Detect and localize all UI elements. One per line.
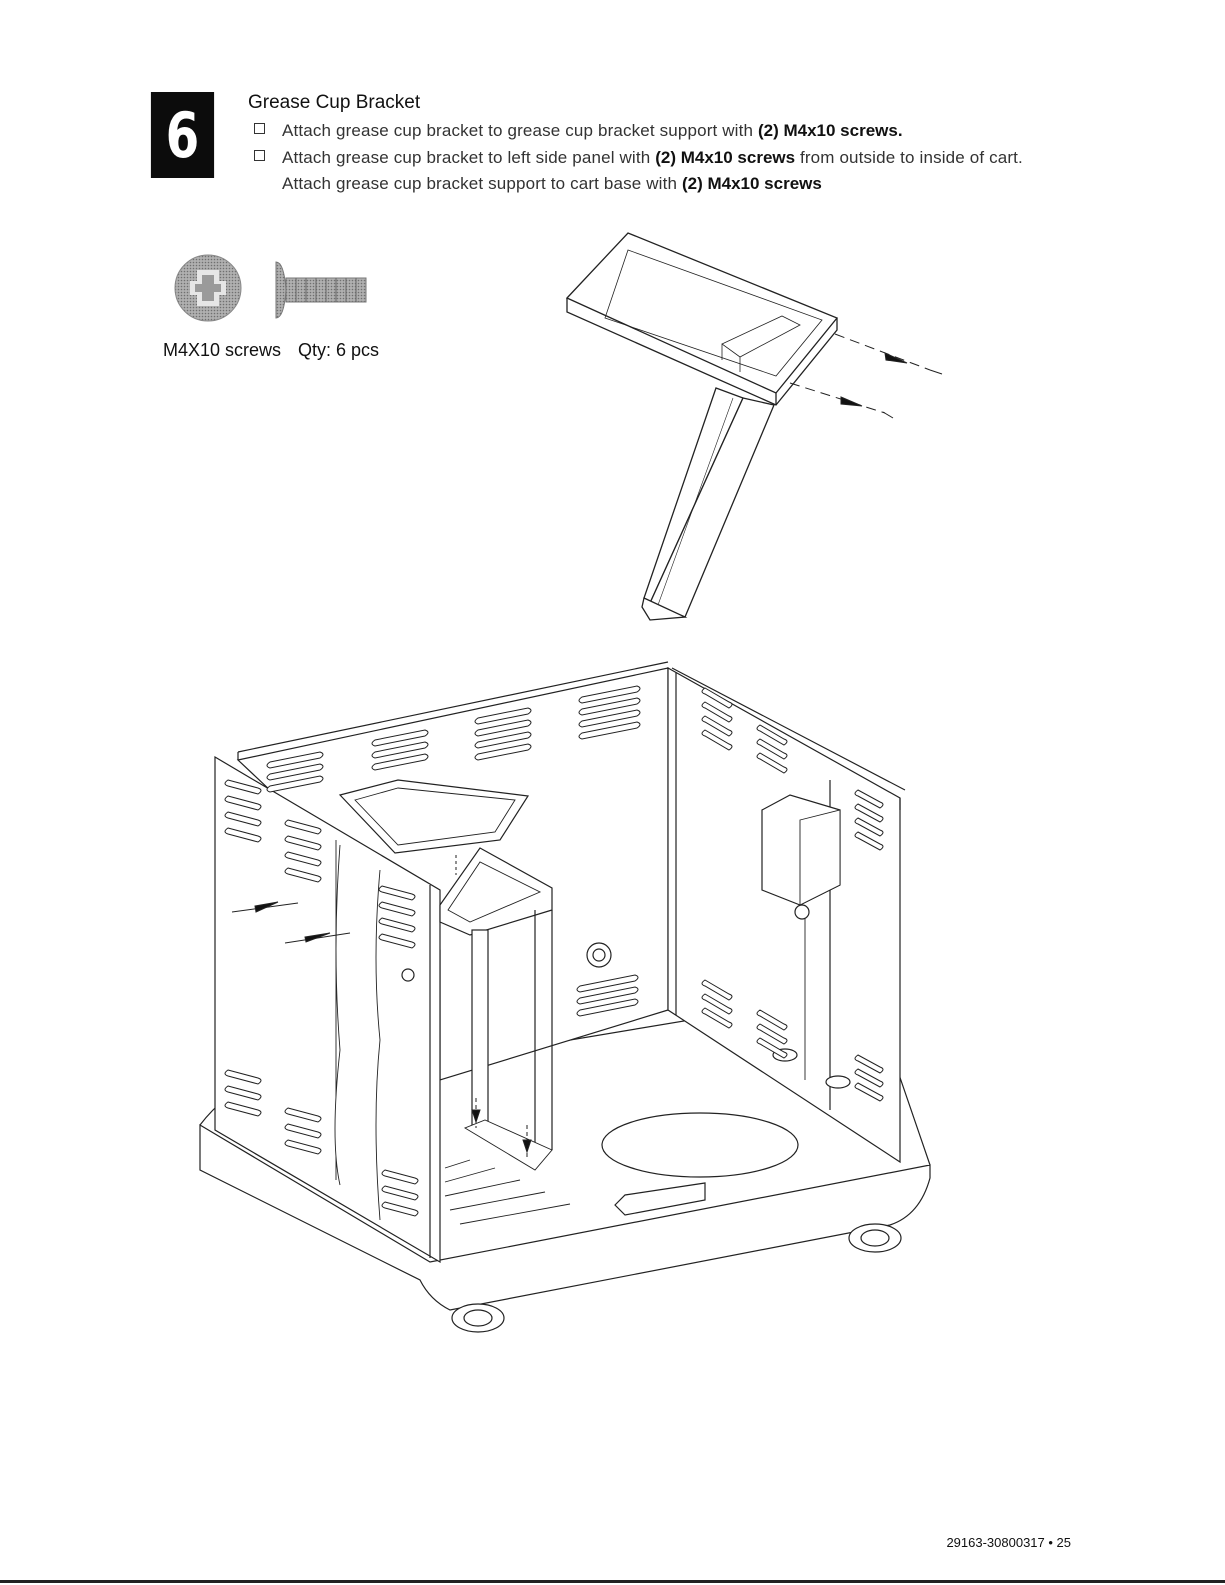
vent-slot <box>284 835 322 851</box>
vent-slot <box>284 851 322 867</box>
vent-slot <box>371 729 429 747</box>
vent-slot <box>224 779 262 795</box>
instruction-3: Attach grease cup bracket support to car… <box>282 174 822 193</box>
top-screws <box>789 333 943 419</box>
vent-slot <box>578 697 641 716</box>
checkbox-icon <box>254 150 265 161</box>
vent-slot <box>756 738 788 760</box>
checkbox-icon <box>254 123 265 134</box>
vent-slot <box>474 731 532 749</box>
bottom-rule <box>0 1580 1225 1583</box>
vent-slot <box>854 817 884 837</box>
vent-slot <box>474 719 532 737</box>
vent-slot <box>756 1037 788 1059</box>
vent-slot <box>701 979 733 1001</box>
screw-side-icon <box>275 261 367 319</box>
vent-slot <box>378 933 416 949</box>
hardware-qty: Qty: 6 pcs <box>298 340 380 360</box>
vent-slot <box>224 827 262 843</box>
vent-slot <box>854 1068 884 1088</box>
vent-slot <box>701 993 733 1015</box>
vent-slot <box>378 901 416 917</box>
vent-slot <box>854 1082 884 1102</box>
vent-slot <box>284 1107 322 1123</box>
vent-slot <box>756 752 788 774</box>
vent-slot <box>284 819 322 835</box>
vent-slot <box>224 1085 262 1101</box>
vent-slot <box>578 709 641 728</box>
vent-slot <box>474 707 532 725</box>
grease-cup-bracket-support <box>565 232 839 621</box>
page-footer: 29163-30800317 • 25 <box>946 1535 1071 1550</box>
vent-slot <box>224 795 262 811</box>
vent-slot <box>266 775 324 793</box>
step-title: Grease Cup Bracket <box>248 92 421 113</box>
hardware-name: M4X10 screws <box>163 340 282 360</box>
vent-slot <box>701 715 733 737</box>
vent-slot <box>381 1185 419 1201</box>
screw-head-icon <box>174 254 242 322</box>
cart-assembly <box>199 661 931 1333</box>
vent-slot <box>576 986 639 1005</box>
vent-slot <box>284 1123 322 1139</box>
vent-slot <box>854 803 884 823</box>
vent-slot <box>701 687 733 709</box>
vent-slot <box>381 1201 419 1217</box>
vent-slot <box>854 831 884 851</box>
vent-slot <box>854 1054 884 1074</box>
vent-slot <box>371 753 429 771</box>
vent-slot <box>578 685 641 704</box>
vent-slot <box>371 741 429 759</box>
vent-slot <box>378 917 416 933</box>
vent-slots <box>224 685 884 1217</box>
vent-slot <box>381 1169 419 1185</box>
vent-slot <box>378 885 416 901</box>
vent-slot <box>266 751 324 769</box>
vent-slot <box>284 867 322 883</box>
vent-slot <box>756 1009 788 1031</box>
step-number-badge: 6 <box>150 92 215 178</box>
vent-slot <box>701 1007 733 1029</box>
vent-slot <box>224 1069 262 1085</box>
vent-slot <box>266 763 324 781</box>
vent-slot <box>576 998 639 1017</box>
vent-slot <box>576 974 639 993</box>
vent-slot <box>224 811 262 827</box>
vent-slot <box>854 789 884 809</box>
vent-slot <box>578 721 641 740</box>
vent-slot <box>474 743 532 761</box>
vent-slot <box>756 1023 788 1045</box>
vent-slot <box>756 724 788 746</box>
instruction-1: Attach grease cup bracket to grease cup … <box>254 121 903 141</box>
instruction-2: Attach grease cup bracket to left side p… <box>254 148 1023 168</box>
vent-slot <box>701 701 733 723</box>
vent-slot <box>224 1101 262 1117</box>
vent-slot <box>701 729 733 751</box>
vent-slot <box>284 1139 322 1155</box>
